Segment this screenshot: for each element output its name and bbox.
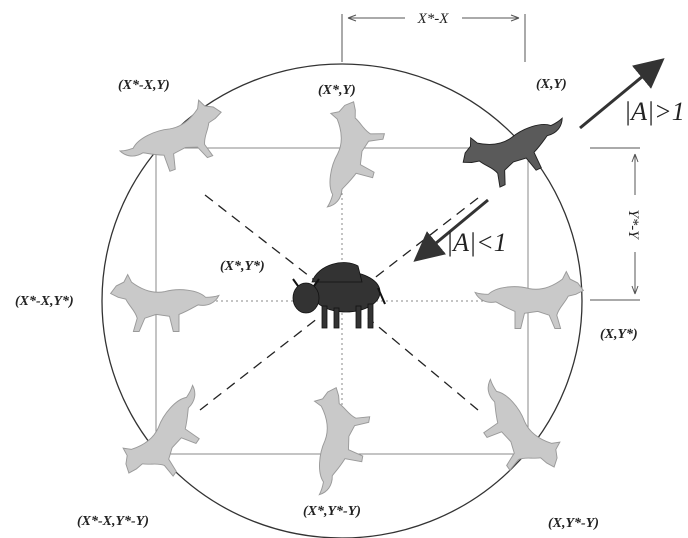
label-top-center: (X*,Y) — [318, 83, 356, 98]
wolf-icon — [306, 96, 391, 217]
label-mid-right: (X,Y*) — [600, 327, 638, 342]
label-center: (X*,Y*) — [220, 259, 265, 274]
label-bottom-left: (X*-X,Y*-Y) — [77, 514, 149, 529]
explore-arrow — [579, 58, 665, 130]
horizontal-dimension — [341, 14, 526, 62]
bison-icon — [292, 262, 386, 329]
label-top-left: (X*-X,Y) — [118, 78, 170, 93]
wolf-icon — [112, 93, 235, 186]
search-circle — [101, 63, 583, 538]
label-top-right: (X,Y) — [536, 77, 567, 92]
label-bottom-center: (X*,Y*-Y) — [303, 504, 361, 519]
horizontal-distance-label: X*-X — [417, 11, 450, 27]
vertical-distance-label: Y*-Y — [625, 209, 641, 240]
wolf-icon — [298, 383, 375, 502]
wolf-icon — [454, 98, 578, 198]
vertical-dimension — [590, 147, 640, 301]
label-bottom-right: (X,Y*-Y) — [548, 516, 599, 531]
wolf-icon — [112, 372, 223, 496]
wolf-icon — [110, 274, 220, 332]
wolf-icon — [460, 366, 571, 490]
explore-condition-label: |A|>1 — [624, 97, 685, 126]
exploit-arrow — [413, 198, 489, 262]
wolf-icon — [474, 271, 584, 329]
label-mid-left: (X*-X,Y*) — [15, 294, 74, 309]
exploit-condition-label: |A|<1 — [446, 228, 507, 257]
